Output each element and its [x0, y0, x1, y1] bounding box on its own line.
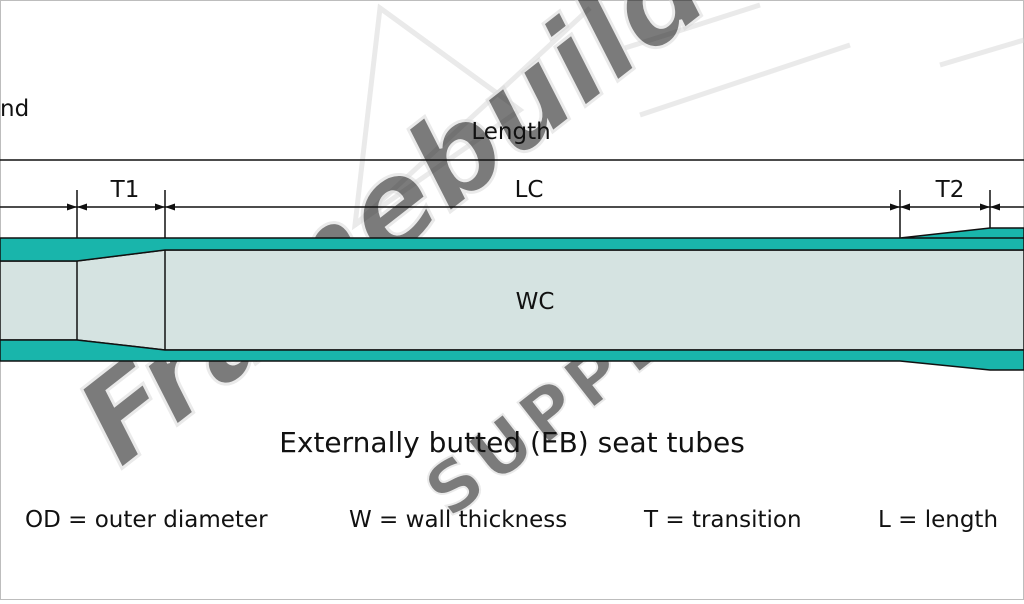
tube [0, 227, 1024, 371]
tube-wall-top [0, 227, 1024, 262]
diagram-caption: Externally butted (EB) seat tubes [279, 426, 745, 459]
legend: OD = outer diameter W = wall thickness T… [25, 507, 998, 533]
legend-item: T = transition [643, 507, 802, 533]
length-label: Length [471, 119, 550, 145]
legend-item: OD = outer diameter [25, 507, 268, 533]
tube-bore [0, 249, 1024, 351]
tube-wall-bottom [0, 339, 1024, 371]
legend-item: L = length [878, 507, 998, 533]
watermark-logo [351, 2, 1024, 231]
t2-label: T2 [935, 177, 965, 203]
t1-label: T1 [110, 177, 140, 203]
top-left-partial-label: nd [0, 96, 29, 122]
lc-label: LC [515, 177, 544, 203]
legend-item: W = wall thickness [349, 507, 567, 533]
wc-label: WC [516, 289, 555, 315]
